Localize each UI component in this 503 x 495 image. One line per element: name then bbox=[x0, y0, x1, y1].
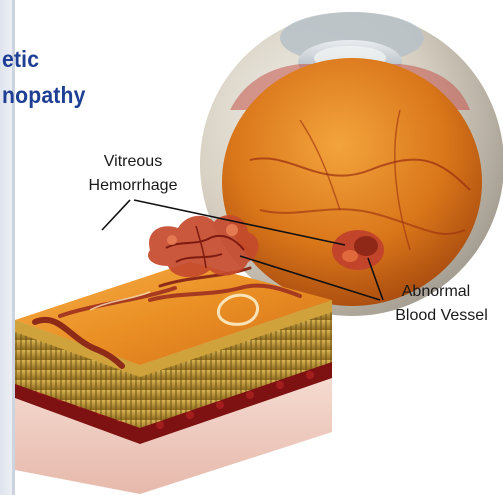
retina-cross-section bbox=[15, 262, 332, 494]
diagram-title-line-1: etic bbox=[2, 47, 39, 71]
label-abnormal-blood-vessel-line-1: Abnormal bbox=[396, 282, 476, 302]
side-panel-edge bbox=[12, 0, 15, 495]
label-vitreous-hemorrhage-line-1: Vitreous bbox=[88, 152, 178, 172]
side-panel bbox=[0, 0, 14, 495]
diagram-title-line-2: nopathy bbox=[2, 83, 86, 107]
label-vitreous-hemorrhage-line-2: Hemorrhage bbox=[73, 176, 193, 196]
label-abnormal-blood-vessel-line-2: Blood Vessel bbox=[380, 306, 503, 326]
vitreous-hemorrhage bbox=[148, 215, 258, 277]
